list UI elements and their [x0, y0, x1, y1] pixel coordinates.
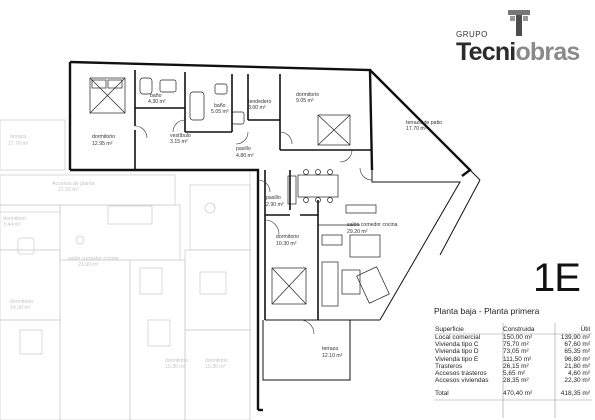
room-label-area: 5.05 m² [211, 109, 229, 115]
room-label-name: salón comedor cocina [347, 222, 398, 228]
surface-table: Superficie Construida Útil Local comerci… [435, 325, 590, 398]
table-row: Vivienda tipo D 73,05 m² 65,35 m² [435, 348, 590, 355]
table-cell: Vivienda tipo C [435, 341, 479, 349]
room-label-name: pasillo [266, 195, 281, 201]
room-label-name: dormitorio [276, 234, 299, 240]
unit-code: 1E [533, 256, 581, 300]
table-cell: 22,30 m² [564, 377, 590, 385]
faded-label-area: 21.55 m² [58, 187, 79, 193]
room-labels: dormitorio 12.95 m² baño 4.30 m² baño 5.… [92, 92, 442, 359]
room-label-name: dormitorio [92, 134, 115, 140]
brand-mark-icon [508, 10, 530, 36]
table-cell: Vivienda tipo E [435, 355, 479, 363]
table-cell: Total [435, 390, 449, 398]
table-row: Trasteros 26,15 m² 21,80 m² [435, 363, 590, 370]
table-cell: 150,00 m² [503, 334, 533, 341]
table-row: Vivienda tipo C 75,70 m² 67,60 m² [435, 341, 590, 348]
brand-group-label: GRUPO [456, 30, 488, 39]
faded-label-name: dormitorio [205, 358, 228, 364]
table-cell: 418,35 m² [560, 390, 590, 398]
room-label-area: 3.15 m² [170, 139, 188, 145]
room-label-area: 12.10 m² [322, 353, 343, 359]
table-cell: 470,40 m² [503, 390, 533, 398]
room-label-area: 3.00 m² [248, 105, 266, 111]
table-row: Vivienda tipo E 111,50 m² 96,80 m² [435, 356, 590, 363]
header-superficie: Superficie [435, 326, 464, 333]
room-label-area: 29.20 m² [347, 229, 368, 235]
table-cell: 4,60 m² [567, 369, 590, 377]
table-cell: 75,70 m² [503, 341, 529, 349]
table-cell: Accesos trasteros [435, 369, 487, 377]
table-row: Accesos trasteros 5,65 m² 4,60 m² [435, 370, 590, 377]
faded-label-area: 17.70 m² [8, 141, 29, 147]
table-row: Accesos viviendas 28,35 m² 22,30 m² [435, 377, 590, 384]
brand-name-part2: obras [515, 38, 580, 66]
room-label-area: 9.05 m² [296, 98, 314, 104]
table-cell: 28,35 m² [503, 377, 529, 385]
faded-label-name: salón comedor cocina [68, 256, 119, 262]
faded-label-area: 3.44 m² [3, 222, 21, 228]
unit-walls [68, 60, 481, 412]
faded-label-name: terraza [10, 134, 26, 140]
table-total-row: Total 470,40 m² 418,35 m² [435, 390, 590, 397]
furniture [89, 77, 390, 307]
faded-label-area: 10.30 m² [165, 364, 186, 370]
faded-label-name: dormitorio [10, 299, 33, 305]
plan-subtitle: Planta baja - Planta primera [434, 306, 540, 316]
brand-logo: GRUPO Tecniobras [456, 10, 588, 70]
room-label-name: vestíbulo [170, 133, 191, 139]
room-label-name: terraza [322, 346, 338, 352]
table-cell: Local comercial [435, 334, 481, 341]
table-header: Superficie Construida Útil [435, 325, 590, 334]
table-cell: Accesos viviendas [435, 377, 489, 385]
faded-label-name: Accesos de planta [52, 181, 95, 187]
door-swings [134, 119, 373, 335]
table-cell: 139,90 m² [560, 334, 590, 341]
faded-labels: terraza 17.70 m² Accesos de planta 21.55… [3, 134, 228, 370]
room-label-area: 12.95 m² [92, 141, 113, 147]
faded-neighbour-plan [0, 119, 251, 420]
table-cell: Trasteros [435, 362, 463, 370]
table-cell: Vivienda tipo D [435, 348, 479, 356]
room-label-area: 2.90 m² [266, 202, 284, 208]
header-util: Útil [580, 326, 590, 333]
table-cell: 5,65 m² [503, 369, 526, 377]
faded-label-name: dormitorio [165, 358, 188, 364]
table-cell: 67,60 m² [564, 341, 590, 349]
room-label-area: 17.70 m² [406, 126, 427, 132]
table-cell: 65,35 m² [564, 348, 590, 356]
header-construida: Construida [503, 326, 535, 333]
room-label-name: dormitorio [296, 92, 319, 98]
table-cell: 73,05 m² [503, 348, 529, 356]
table-cell: 21,80 m² [564, 362, 590, 370]
brand-name-part1: Tecni [456, 38, 516, 66]
faded-label-area: 14.30 m² [10, 305, 31, 311]
room-label-area: 4.30 m² [148, 99, 166, 105]
table-cell: 111,50 m² [503, 355, 532, 363]
brand-name: Tecniobras [456, 38, 580, 67]
table-row: Local comercial 150,00 m² 139,90 m² [435, 334, 590, 341]
room-label-name: pasillo [236, 146, 251, 152]
room-label-name: tendedero [248, 99, 271, 105]
room-label-area: 4.80 m² [236, 153, 254, 159]
faded-label-area: 23.90 m² [78, 262, 99, 268]
room-label-name: terraza de patio [406, 120, 442, 126]
room-label-name: baño [150, 93, 162, 99]
faded-label-name: dormitorio [3, 216, 26, 222]
faded-label-area: 10.30 m² [205, 364, 226, 370]
table-cell: 96,80 m² [564, 355, 590, 363]
table-cell: 26,15 m² [503, 362, 529, 370]
room-label-name: baño [214, 103, 226, 109]
room-label-area: 10.30 m² [276, 241, 297, 247]
